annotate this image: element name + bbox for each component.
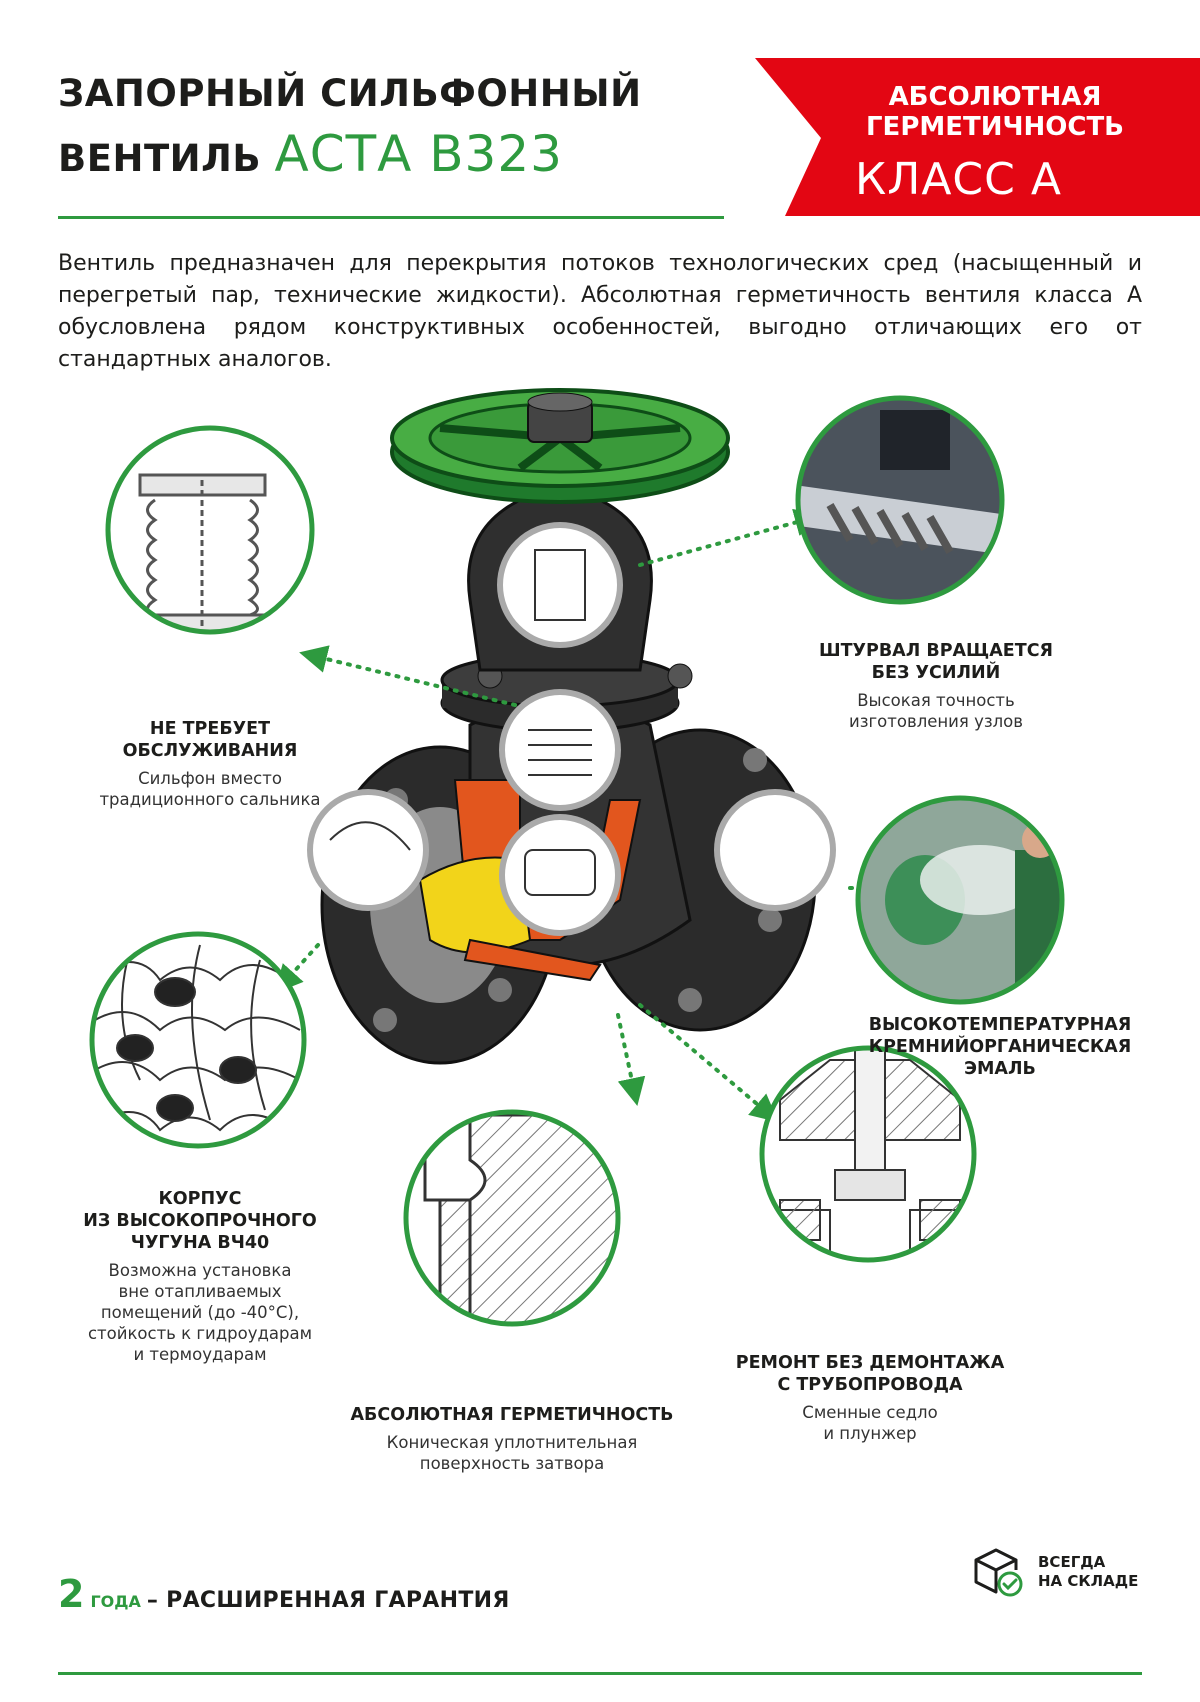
callout-bellows-desc: Сильфон вместо традиционного сальника — [99, 769, 321, 809]
callout-repair: РЕМОНТ БЕЗ ДЕМОНТАЖА С ТРУБОПРОВОДА Смен… — [720, 1352, 1020, 1444]
feature-circle-handwheel — [795, 395, 1005, 605]
callout-arrows — [274, 508, 892, 1123]
handwheel — [390, 388, 730, 504]
callout-repair-desc: Сменные седло и плунжер — [802, 1403, 938, 1443]
callout-handwheel: ШТУРВАЛ ВРАЩАЕТСЯ БЕЗ УСИЛИЙ Высокая точ… — [766, 640, 1106, 732]
callout-handwheel-heading: ШТУРВАЛ ВРАЩАЕТСЯ БЕЗ УСИЛИЙ — [818, 641, 1054, 683]
box-check-icon — [974, 1548, 1023, 1597]
title-line2: ВЕНТИЛЬ АСТА В323 — [58, 124, 642, 189]
title-line1: ЗАПОРНЫЙ СИЛЬФОННЫЙ — [58, 72, 642, 115]
feature-circle-enamel — [855, 795, 1065, 1005]
warranty-unit: ГОДА — [90, 1592, 141, 1611]
footer-divider — [58, 1672, 1142, 1675]
intro-text: Вентиль предназначен для перекрытия пото… — [58, 251, 1142, 372]
callout-enamel-heading: ВЫСОКОТЕМПЕРАТУРНАЯ КРЕМНИЙОРГАНИЧЕСКАЯ … — [868, 1015, 1132, 1079]
feature-circle-sealing — [403, 1109, 621, 1327]
title-divider — [58, 216, 724, 219]
callout-sealing-heading: АБСОЛЮТНАЯ ГЕРМЕТИЧНОСТЬ — [350, 1405, 674, 1425]
model-name: АСТА В323 — [274, 125, 563, 183]
valve-illustration — [89, 388, 1065, 1327]
callout-body: КОРПУС ИЗ ВЫСОКОПРОЧНОГО ЧУГУНА ВЧ40 Воз… — [50, 1188, 350, 1365]
in-stock-badge: ВСЕГДА НА СКЛАДЕ — [972, 1546, 1138, 1598]
feature-circle-body — [89, 931, 307, 1149]
banner-line2: КЛАСС А — [855, 154, 1062, 205]
feature-circle-bellows — [105, 425, 315, 635]
callout-body-desc: Возможна установка вне отапливаемых поме… — [87, 1261, 313, 1364]
valve-detail-insets — [307, 522, 836, 936]
class-a-banner: АБСОЛЮТНАЯ ГЕРМЕТИЧНОСТЬ КЛАСС А — [755, 58, 1200, 216]
callout-enamel: ВЫСОКОТЕМПЕРАТУРНАЯ КРЕМНИЙОРГАНИЧЕСКАЯ … — [840, 1014, 1160, 1080]
callout-sealing-desc: Коническая уплотнительная поверхность за… — [386, 1433, 638, 1473]
callout-handwheel-desc: Высокая точность изготовления узлов — [849, 691, 1023, 731]
callout-repair-heading: РЕМОНТ БЕЗ ДЕМОНТАЖА С ТРУБОПРОВОДА — [735, 1353, 1005, 1395]
banner-shape — [755, 58, 1200, 216]
banner-line1: АБСОЛЮТНАЯ ГЕРМЕТИЧНОСТЬ — [865, 82, 1125, 142]
callout-bellows: НЕ ТРЕБУЕТ ОБСЛУЖИВАНИЯ Сильфон вместо т… — [70, 718, 350, 810]
callout-body-heading: КОРПУС ИЗ ВЫСОКОПРОЧНОГО ЧУГУНА ВЧ40 — [83, 1189, 317, 1253]
warranty-years: 2 — [58, 1572, 85, 1616]
title-prefix: ВЕНТИЛЬ — [58, 137, 262, 180]
callout-sealing: АБСОЛЮТНАЯ ГЕРМЕТИЧНОСТЬ Коническая упло… — [340, 1404, 684, 1474]
warranty: 2 ГОДА – РАСШИРЕННАЯ ГАРАНТИЯ — [58, 1572, 510, 1616]
feature-circle-repair — [759, 1045, 977, 1263]
warranty-text: – РАСШИРЕННАЯ ГАРАНТИЯ — [146, 1588, 510, 1613]
callout-bellows-heading: НЕ ТРЕБУЕТ ОБСЛУЖИВАНИЯ — [122, 719, 298, 761]
in-stock-text: ВСЕГДА НА СКЛАДЕ — [1038, 1553, 1139, 1590]
page-title: ЗАПОРНЫЙ СИЛЬФОННЫЙ ВЕНТИЛЬ АСТА В323 — [58, 64, 642, 189]
